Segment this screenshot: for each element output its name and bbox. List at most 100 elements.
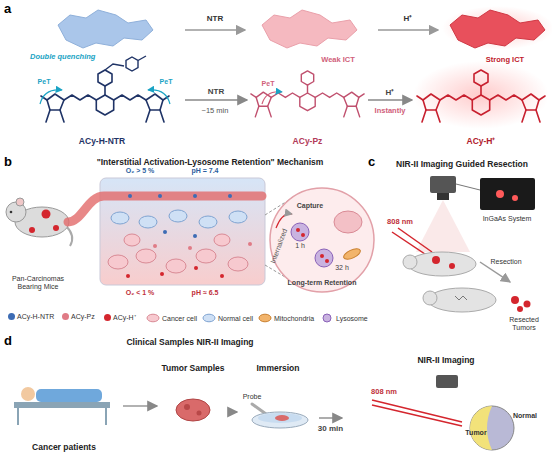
node-label: Immersion xyxy=(257,364,300,373)
reaction-arrows xyxy=(185,30,438,31)
tumor-tissue xyxy=(163,230,167,234)
imaging-setup xyxy=(437,193,449,200)
tumor-tissue xyxy=(126,274,130,278)
imaging-setup xyxy=(512,195,518,201)
tumor-tissue xyxy=(193,234,197,238)
cancer-cell-zoom xyxy=(291,223,309,241)
tumor-mouse xyxy=(10,211,13,214)
tumor-tissue xyxy=(169,210,187,222)
patient-bed xyxy=(105,408,107,425)
annotation-label: pH = 7.4 xyxy=(191,167,218,175)
annotation-label: Capture xyxy=(297,202,323,210)
node-label: Cancer patients xyxy=(32,443,96,452)
flow-arrow xyxy=(185,99,247,101)
probe-dish xyxy=(252,404,266,414)
node-label: NIR-II Imaging xyxy=(417,356,474,365)
imaging-setup xyxy=(432,256,440,264)
legend-swatch xyxy=(8,313,15,320)
patient-bed xyxy=(36,389,102,402)
cancer-cell-zoom xyxy=(334,211,362,233)
annotation-label: 808 nm xyxy=(371,388,397,396)
tumor-tissue xyxy=(228,194,232,198)
tumor-tissue xyxy=(248,242,252,246)
cancer-cell-zoom xyxy=(342,247,362,262)
annotation-label: NTR xyxy=(207,15,223,24)
legend-item: ACy-Pz xyxy=(62,313,95,320)
tumor-tissue xyxy=(194,266,198,270)
imaging-setup xyxy=(423,291,437,305)
annotation-label: 32 h xyxy=(335,264,349,272)
tumor-tissue xyxy=(193,194,197,198)
tumor-tissue xyxy=(139,216,157,228)
annotation-label: "Interstitial Activation-Lysosome Retent… xyxy=(97,158,324,167)
legend-item: ACy-H-NTR xyxy=(8,313,54,320)
imaging-setup xyxy=(403,255,417,269)
reaction-arrows xyxy=(185,29,245,31)
tumor-tissue xyxy=(68,196,262,222)
patient-bed xyxy=(21,387,35,401)
edge-label: H⁺ xyxy=(386,86,395,97)
imaging-setup xyxy=(524,301,531,308)
molecule-structures xyxy=(138,56,146,61)
annotation-label: pH ≈ 6.5 xyxy=(192,289,219,297)
molecule-structures xyxy=(105,64,124,70)
imaging-setup xyxy=(517,306,523,312)
cancer-cell-zoom xyxy=(270,188,374,292)
tumor-tissue xyxy=(214,234,230,246)
ex-vivo-imaging xyxy=(372,375,514,450)
imaging-setup xyxy=(480,178,535,210)
flow-arrow xyxy=(368,99,412,101)
tumor-tissue xyxy=(153,242,252,250)
legend-label: Normal cell xyxy=(218,315,253,322)
tumor-tissue xyxy=(136,249,156,263)
process-step: Tumor Samples xyxy=(160,364,226,434)
annotation-label: PeT xyxy=(160,78,173,86)
annotation-label: ~15 min xyxy=(202,107,229,115)
node-label: Tumor Samples xyxy=(161,364,224,373)
lysosome-sample xyxy=(323,314,331,322)
normal-cell-sample xyxy=(202,313,216,323)
ex-vivo-imaging xyxy=(436,375,458,388)
cancer-cell-zoom xyxy=(320,254,324,258)
tumor-sample xyxy=(184,404,190,410)
tumor-tissue xyxy=(153,244,157,248)
patient-bed xyxy=(14,387,110,425)
flow-arrow xyxy=(319,417,342,419)
tumor-mouse xyxy=(29,227,35,233)
annotation-label: Instantly xyxy=(375,107,406,115)
annotation-label: O₂ > 5 % xyxy=(126,167,155,175)
lysosome-sample xyxy=(320,313,334,323)
annotation-label: Probe xyxy=(243,393,262,401)
tumor-tissue xyxy=(128,194,232,238)
tumor-sample xyxy=(176,399,210,421)
imaging-setup xyxy=(392,176,535,312)
tumor-mouse xyxy=(6,198,72,246)
probe-silhouettes xyxy=(58,6,552,50)
tumor-tissue xyxy=(111,212,129,224)
normal-cell-sample xyxy=(203,314,215,322)
mitochondria-sample xyxy=(259,314,271,322)
probe-dish xyxy=(252,404,308,428)
ex-vivo-imaging xyxy=(470,406,514,450)
legend-item: Lysosome xyxy=(320,313,368,323)
flow-arrow xyxy=(229,411,237,413)
legend-swatch xyxy=(62,313,69,320)
tumor-tissue xyxy=(111,210,247,228)
annotation-label: Weak ICT xyxy=(321,56,355,64)
pet-arrows xyxy=(40,90,282,104)
tumor-mouse xyxy=(66,226,72,246)
annotation-label: H⁺ xyxy=(404,15,413,24)
imaging-setup xyxy=(456,184,480,190)
imaging-setup xyxy=(398,228,432,252)
cancer-cell-zoom xyxy=(301,233,305,237)
tumor-tissue xyxy=(220,274,224,278)
probe-dish xyxy=(252,412,308,428)
probe-dish xyxy=(275,415,289,421)
legend-item: Cancer cell xyxy=(146,313,197,323)
probe-silhouettes xyxy=(442,6,552,50)
panel-letter: b xyxy=(4,155,12,169)
molecule-structures xyxy=(41,56,549,129)
legend-swatch xyxy=(104,314,111,321)
tumor-tissue xyxy=(126,266,224,278)
imaging-setup xyxy=(430,176,456,193)
